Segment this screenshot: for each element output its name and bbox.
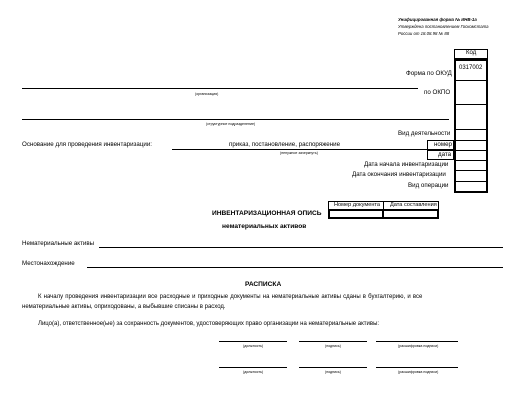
position-caption: (должность) <box>243 344 264 348</box>
signature-line[interactable] <box>299 341 367 342</box>
position-caption: (должность) <box>243 370 264 374</box>
doc-date-header: Дата составления <box>390 202 437 208</box>
organization-line[interactable] <box>22 88 418 89</box>
basis-label: Основание для проведения инвентаризации: <box>22 141 153 148</box>
document-title: ИНВЕНТАРИЗАЦИОННАЯ ОПИСЬ <box>212 210 322 217</box>
receipt-paragraph-1: К началу проведения инвентаризации все р… <box>38 294 423 300</box>
code-header-cell <box>454 49 488 59</box>
assets-label: Нематериальные активы <box>22 240 95 247</box>
basis-options[interactable]: приказ, постановление, распоряжение <box>229 141 341 148</box>
location-line[interactable] <box>87 267 503 268</box>
responsible-persons: Лицо(а), ответственное(ые) за сохранност… <box>38 321 380 327</box>
code-column-box <box>454 59 488 193</box>
receipt-paragraph-2: нематериальные активы, оприходованы, а в… <box>22 304 226 310</box>
form-number: Унифицированная форма № ИНВ-1а <box>398 17 477 22</box>
signature-caption: (подпись) <box>325 344 341 348</box>
location-label: Местонахождение <box>22 260 75 267</box>
okud-value[interactable]: 0317002 <box>459 65 483 71</box>
number-label: номер <box>434 141 452 148</box>
position-line[interactable] <box>219 341 287 342</box>
decoding-caption: (расшифровка подписи) <box>398 370 439 374</box>
position-line[interactable] <box>219 367 287 368</box>
decoding-line[interactable] <box>376 367 458 368</box>
code-row-divider <box>454 140 488 141</box>
operation-label: Вид операции <box>408 182 449 189</box>
doc-number-value-cell[interactable] <box>328 209 384 219</box>
date-label-cell <box>427 150 454 160</box>
signature-caption: (подпись) <box>325 370 341 374</box>
department-line[interactable] <box>22 119 449 120</box>
number-label-cell <box>427 140 454 150</box>
activity-label: Вид деятельности <box>398 130 451 137</box>
approval-line-1: Утверждена постановлением Госкомстата <box>398 24 489 29</box>
signature-line[interactable] <box>299 367 367 368</box>
doc-number-header: Номер документа <box>334 202 381 208</box>
receipt-title: РАСПИСКА <box>245 281 282 288</box>
assets-line[interactable] <box>99 247 503 248</box>
doc-date-value-cell[interactable] <box>382 209 439 219</box>
code-row-divider <box>454 80 488 81</box>
organization-caption: (организация) <box>195 92 219 96</box>
okpo-label: по ОКПО <box>424 89 451 96</box>
code-row-divider <box>454 150 488 151</box>
decoding-line[interactable] <box>376 341 458 342</box>
basis-line[interactable] <box>172 149 427 150</box>
code-row-divider <box>454 129 488 130</box>
decoding-caption: (расшифровка подписи) <box>398 344 439 348</box>
approval-line-2: России от 18.08.98 № 88 <box>398 31 450 36</box>
code-row-divider <box>454 104 488 105</box>
code-row-divider <box>454 160 488 161</box>
code-row-divider <box>454 181 488 182</box>
end-date-label: Дата окончания инвентаризации <box>352 171 446 178</box>
doc-kind-caption: (ненужное зачеркнуть) <box>280 151 318 155</box>
start-date-label: Дата начала инвентаризации <box>364 161 449 168</box>
document-subtitle: нематериальных активов <box>222 223 307 230</box>
date-label: дата <box>438 151 452 158</box>
department-caption: (структурное подразделение) <box>206 122 256 126</box>
code-row-divider <box>454 170 488 171</box>
code-header: Код <box>466 50 477 56</box>
okud-label: Форма по ОКУД <box>406 70 452 77</box>
